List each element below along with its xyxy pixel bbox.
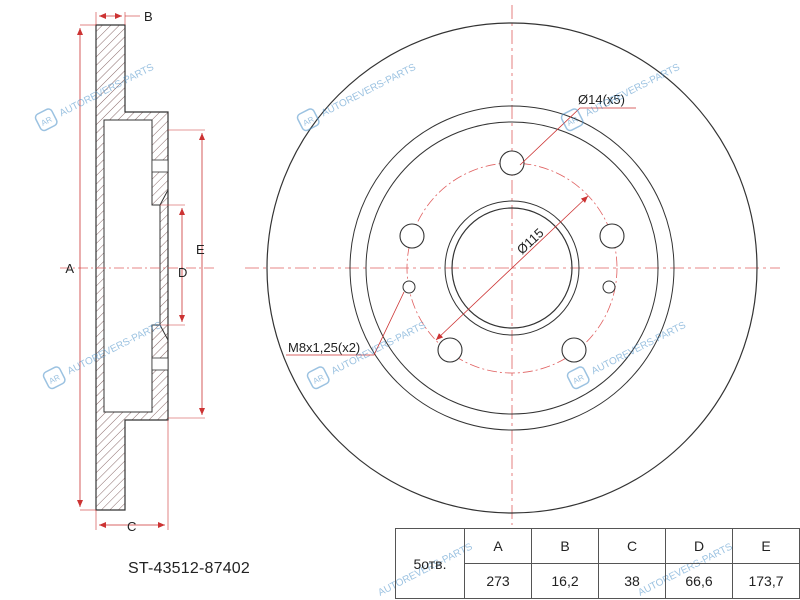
watermark-logo bbox=[566, 366, 590, 390]
header-D: D bbox=[665, 528, 733, 564]
dim-C-label: C bbox=[127, 519, 136, 534]
value-E: 173,7 bbox=[732, 563, 800, 599]
spec-header-row: 5отв. A B C D E bbox=[395, 528, 800, 599]
holes-count-cell: 5отв. bbox=[395, 528, 465, 599]
value-D: 66,6 bbox=[665, 563, 733, 599]
thread-label: M8x1,25(x2) bbox=[288, 340, 360, 355]
part-number: ST-43512-87402 bbox=[128, 560, 251, 577]
watermark-logo-text: AR bbox=[312, 373, 326, 386]
dim-E-label: E bbox=[196, 242, 205, 257]
thread-leader bbox=[286, 291, 405, 356]
hat-outer-circle bbox=[349, 105, 675, 431]
threaded-hole bbox=[402, 280, 416, 294]
disc-outer-circle bbox=[266, 22, 758, 514]
pcd-dimension-line bbox=[435, 195, 589, 341]
watermark-logo bbox=[296, 108, 320, 132]
watermark-logo bbox=[306, 366, 330, 390]
watermark-logo-text: AR bbox=[572, 373, 586, 386]
watermark-text: AUTOREVERS-PARTS bbox=[320, 62, 418, 119]
header-B: B bbox=[531, 528, 599, 564]
watermark-logo bbox=[34, 108, 58, 132]
side-section-view: A B C D E bbox=[60, 9, 215, 534]
watermark-text: AUTOREVERS-PARTS bbox=[584, 62, 682, 119]
watermark-logo-text: AR bbox=[566, 115, 580, 128]
spec-values-row: 273 16,2 38 66,6 173,7 bbox=[396, 563, 800, 599]
hole-leader bbox=[519, 107, 636, 166]
bolt-hole bbox=[499, 150, 525, 176]
bolt-hole bbox=[399, 223, 425, 249]
value-A: 273 bbox=[464, 563, 532, 599]
header-A: A bbox=[464, 528, 532, 564]
value-C: 38 bbox=[598, 563, 666, 599]
pcd-label: Ø115 bbox=[514, 225, 547, 257]
watermark-logo bbox=[42, 366, 66, 390]
spec-table: 5отв. A B C D E 273 16,2 38 66,6 173,7 bbox=[395, 528, 800, 599]
threaded-hole bbox=[602, 280, 616, 294]
watermark-logo-text: AR bbox=[48, 373, 62, 386]
watermark-logo-text: AR bbox=[302, 115, 316, 128]
hole-diameter-label: Ø14(x5) bbox=[578, 92, 625, 107]
header-C: C bbox=[598, 528, 666, 564]
bolt-hole bbox=[561, 337, 587, 363]
header-E: E bbox=[732, 528, 800, 564]
hat-inner-circle bbox=[365, 121, 659, 415]
watermark-logo bbox=[560, 108, 584, 132]
bolt-hole bbox=[599, 223, 625, 249]
watermark-logo-text: AR bbox=[40, 115, 54, 128]
dim-B-label: B bbox=[144, 9, 153, 24]
front-view: Ø115 Ø14(x5) M8x1,25(x2) bbox=[245, 5, 780, 525]
dim-A-label: A bbox=[65, 261, 74, 276]
dim-D-label: D bbox=[178, 265, 187, 280]
value-B: 16,2 bbox=[531, 563, 599, 599]
bolt-hole bbox=[437, 337, 463, 363]
